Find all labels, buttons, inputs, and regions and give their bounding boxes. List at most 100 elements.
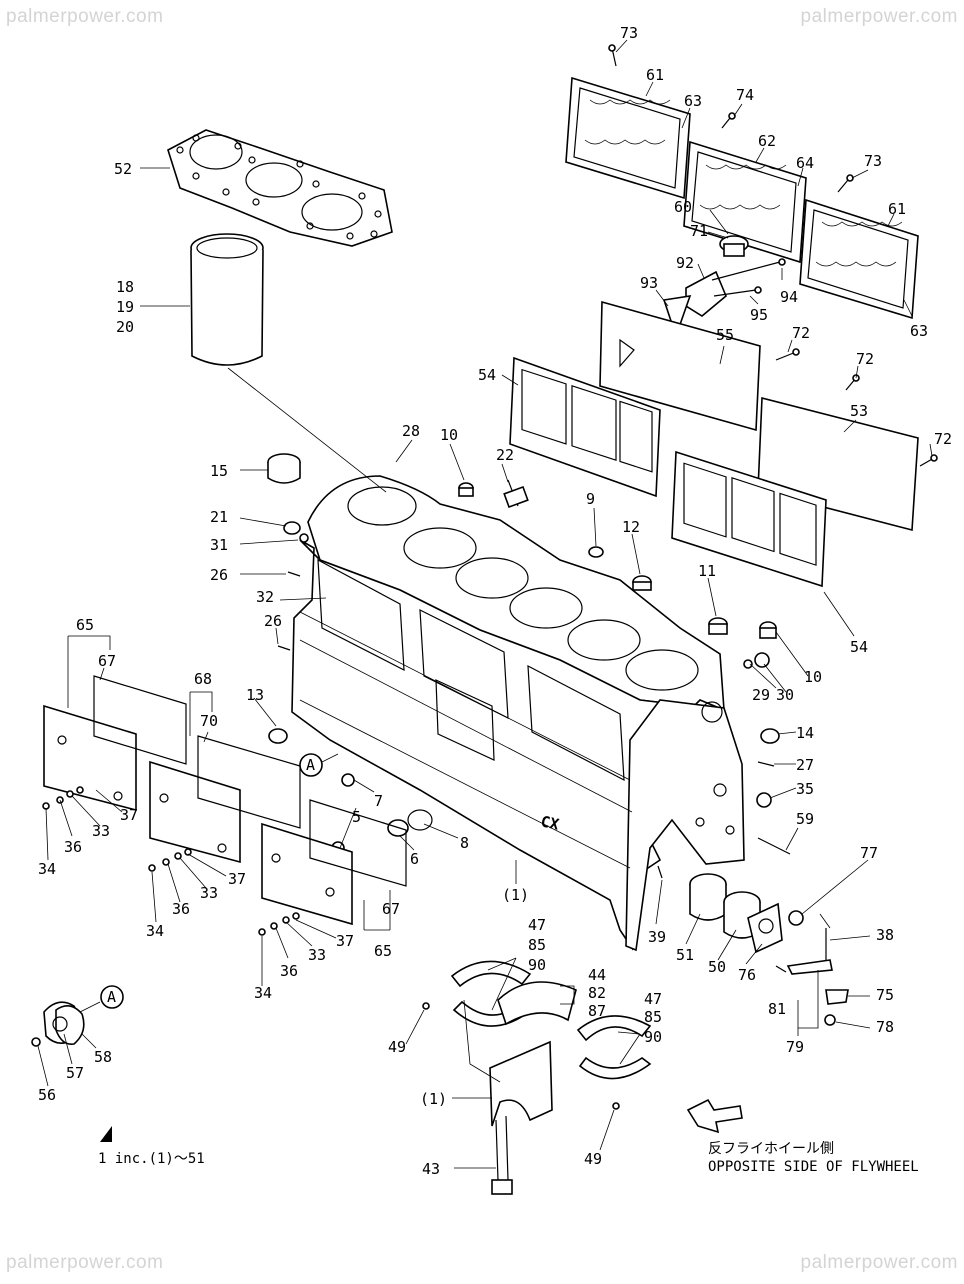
callout-95: 95 [750, 306, 768, 324]
oil-jet-assembly [775, 928, 849, 1026]
callout-31: 31 [210, 536, 228, 554]
callout-73: 73 [864, 152, 882, 170]
callout-12: 12 [622, 518, 640, 536]
callout-47: 47 [644, 990, 662, 1008]
cover-bolts [608, 44, 854, 193]
callout-87: 87 [588, 1002, 606, 1020]
side-cover-61-right [799, 198, 919, 320]
callout-72: 72 [934, 430, 952, 448]
flange-gasket-58 [31, 1001, 85, 1047]
callout-90: 90 [528, 956, 546, 974]
callout-90: 90 [644, 1028, 662, 1046]
callout-43: 43 [422, 1160, 440, 1178]
callout-60: 60 [674, 198, 692, 216]
callout-5: 5 [352, 808, 361, 826]
leader-lines [37, 39, 933, 1169]
note-triangle-icon [100, 1126, 112, 1142]
callout-28: 28 [402, 422, 420, 440]
callout-72: 72 [792, 324, 810, 342]
watermark: palmerpower.com [6, 1252, 164, 1273]
callout-57: 57 [66, 1064, 84, 1082]
callout-18: 18 [116, 278, 134, 296]
callout-54: 54 [850, 638, 868, 656]
head-gasket-52 [167, 129, 393, 247]
callout-92: 92 [676, 254, 694, 272]
callout-49: 49 [388, 1038, 406, 1056]
gasket-bolt-hole [370, 230, 378, 238]
callout-70: 70 [200, 712, 218, 730]
main-bearing-parts [422, 960, 652, 1195]
callout-59: 59 [796, 810, 814, 828]
callout-8: 8 [460, 834, 469, 852]
callout-67: 67 [98, 652, 116, 670]
inspection-cover-set-1 [43, 675, 187, 812]
callout-cap-1: (1) [420, 1090, 447, 1108]
callout-44: 44 [588, 966, 606, 984]
callout-29: 29 [752, 686, 770, 704]
callout-76: 76 [738, 966, 756, 984]
gasket-bolt-hole [192, 172, 200, 180]
callout-10: 10 [804, 668, 822, 686]
callout-77: 77 [860, 844, 878, 862]
callout-56: 56 [38, 1086, 56, 1104]
callout-64: 64 [796, 154, 814, 172]
callout-72: 72 [856, 350, 874, 368]
callout-53: 53 [850, 402, 868, 420]
gasket-bolt-hole [346, 232, 354, 240]
gasket-bolt-hole [306, 222, 314, 230]
callout-94: 94 [780, 288, 798, 306]
gasket-bolt-hole [296, 160, 304, 168]
inspection-cover-set-3 [261, 799, 407, 926]
gasket-bolt-hole [234, 142, 242, 150]
callout-10: 10 [440, 426, 458, 444]
callout-37: 37 [336, 932, 354, 950]
callout-62: 62 [758, 132, 776, 150]
callout-47: 47 [528, 916, 546, 934]
flywheel-side-note: 反フライホイール側 OPPOSITE SIDE OF FLYWHEEL [708, 1140, 919, 1176]
callout-79: 79 [786, 1038, 804, 1056]
callout-38: 38 [876, 926, 894, 944]
reference-circle-a2: A [100, 985, 124, 1009]
inspection-cover-set-2 [149, 735, 301, 864]
gasket-bolt-hole [312, 180, 320, 188]
gasket-bolt-hole [176, 146, 184, 154]
gasket-bolt-hole [374, 210, 382, 218]
callout-55: 55 [716, 326, 734, 344]
watermark: palmerpower.com [800, 1252, 958, 1273]
callout-50: 50 [708, 958, 726, 976]
callout-labels: 73 61 63 74 62 64 73 61 63 60 71 92 93 9… [38, 24, 952, 1178]
callout-6: 6 [410, 850, 419, 868]
callout-36: 36 [172, 900, 190, 918]
block-small-parts [267, 453, 791, 879]
engine-block: CX [291, 475, 745, 952]
gasket-bolt-hole [358, 192, 366, 200]
callout-85: 85 [644, 1008, 662, 1026]
callout-33: 33 [200, 884, 218, 902]
callout-30: 30 [776, 686, 794, 704]
callout-78: 78 [876, 1018, 894, 1036]
callout-20: 20 [116, 318, 134, 336]
block-casting-mark: CX [539, 812, 560, 833]
callout-81: 81 [768, 1000, 786, 1018]
reference-a1-label: A [306, 756, 315, 774]
callout-61: 61 [646, 66, 664, 84]
bolts-72 [775, 348, 938, 467]
watermark: palmerpower.com [6, 6, 164, 27]
watermark: palmerpower.com [800, 6, 958, 27]
side-cover-61-top [565, 76, 691, 200]
breather-assembly [662, 235, 786, 339]
cover-plate-55 [599, 300, 761, 432]
flywheel-side-note-jp: 反フライホイール側 [708, 1141, 834, 1157]
callout-26: 26 [210, 566, 228, 584]
includes-note: 1 inc.(1)～51 [98, 1151, 205, 1167]
callout-26: 26 [264, 612, 282, 630]
callout-9: 9 [586, 490, 595, 508]
gasket-bolt-hole [192, 134, 200, 142]
gasket-bolt-hole [248, 156, 256, 164]
callout-51: 51 [676, 946, 694, 964]
callout-33: 33 [308, 946, 326, 964]
gasket-bolt-hole [222, 188, 230, 196]
reference-a2-label: A [107, 988, 116, 1006]
callout-35: 35 [796, 780, 814, 798]
